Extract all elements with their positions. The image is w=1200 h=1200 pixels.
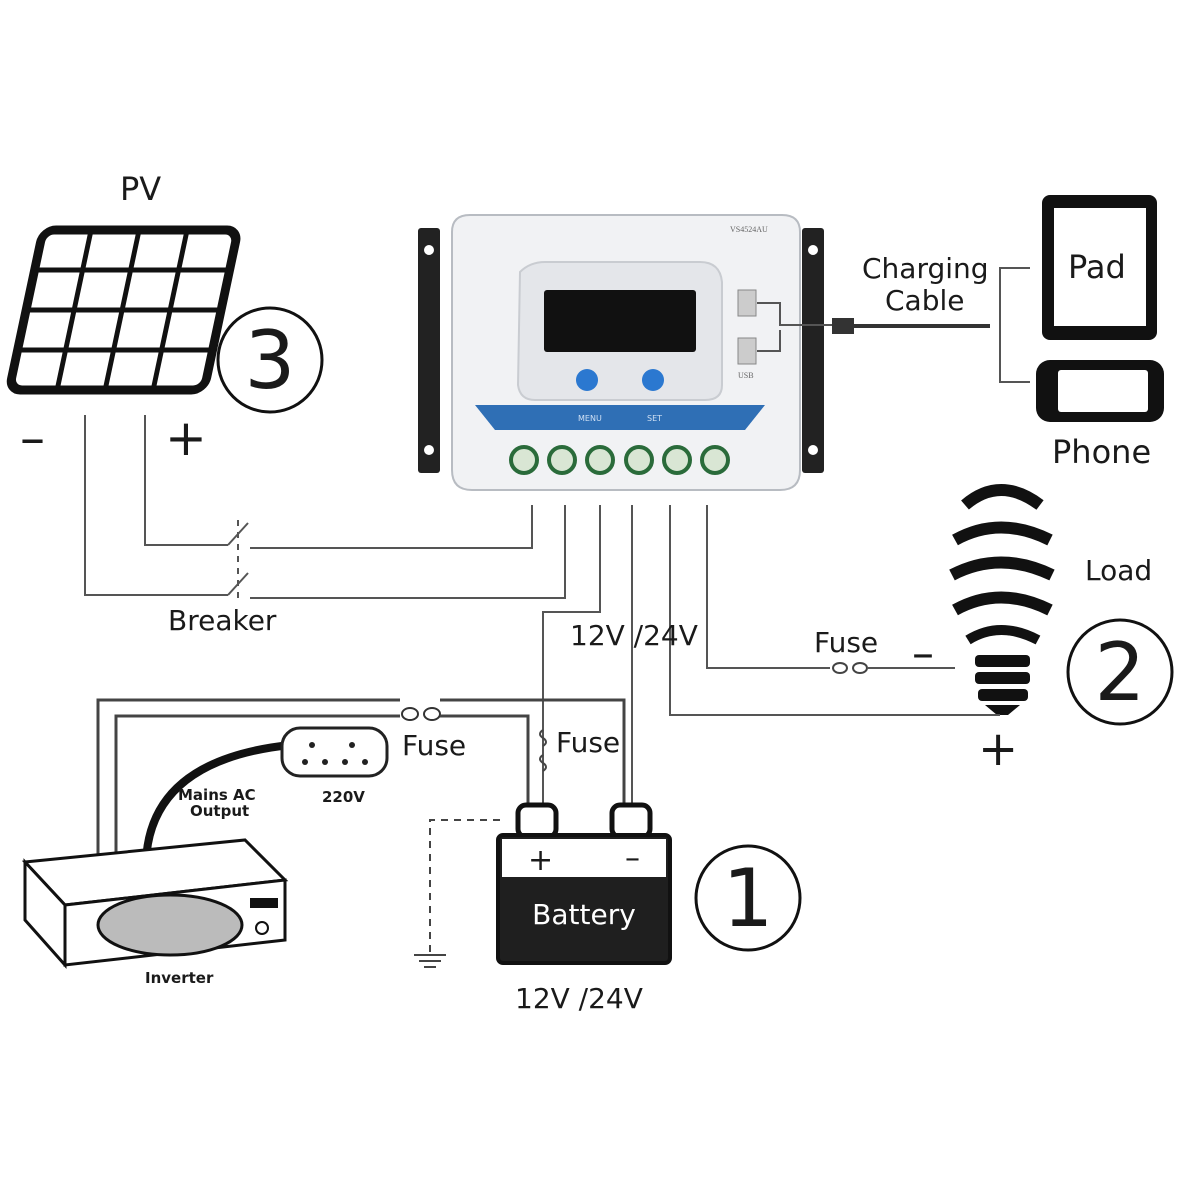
battery-negative-terminal xyxy=(609,802,653,840)
step-marker-3-circle xyxy=(216,306,324,414)
inverter-fuse-label: Fuse xyxy=(402,729,466,762)
step-marker-1-circle xyxy=(694,844,802,952)
usb-label: USB xyxy=(738,371,754,380)
battery-positive-terminal xyxy=(515,802,559,840)
step-marker-2-circle xyxy=(1066,618,1174,726)
pv-label: PV xyxy=(120,170,161,208)
pv-minus-sign: – xyxy=(20,409,45,467)
controller-set-label: SET xyxy=(647,414,662,423)
controller-blue-band xyxy=(475,405,765,430)
usb-wires xyxy=(757,302,990,352)
battery-plus-sign: + xyxy=(528,843,553,878)
ac-voltage-label: 220V xyxy=(322,788,365,806)
battery-voltage-label: 12V /24V xyxy=(515,982,643,1015)
battery-fuse-label: Fuse xyxy=(556,726,620,759)
controller-set-button xyxy=(642,369,664,391)
load-fuse-label: Fuse xyxy=(814,626,878,659)
usb-port-1 xyxy=(737,289,757,317)
load-minus-sign: – xyxy=(912,628,934,679)
ac-socket xyxy=(280,726,389,778)
breaker-label: Breaker xyxy=(168,604,277,637)
pv-plus-sign: + xyxy=(165,409,207,467)
load-plus-sign: + xyxy=(978,721,1018,777)
controller-left-bracket xyxy=(418,228,440,473)
battery-wires xyxy=(539,505,633,805)
controller-lcd-screen xyxy=(544,290,696,352)
pv-wires xyxy=(84,415,566,600)
controller-model-label: VS4524AU xyxy=(730,225,768,234)
load-bulb xyxy=(949,484,1055,715)
step-marker-2: 2 xyxy=(1095,626,1146,719)
pad-label: Pad xyxy=(1068,248,1126,286)
mains-ac-output-line1: Mains AC xyxy=(178,786,256,804)
pv-panel xyxy=(6,225,241,395)
charging-cable-label-line1: Charging xyxy=(862,252,989,285)
inverter-label: Inverter xyxy=(145,969,214,987)
cable-bracket xyxy=(999,267,1030,383)
inverter-wires xyxy=(96,698,626,863)
load-label: Load xyxy=(1085,554,1152,587)
load-wires xyxy=(669,505,1000,716)
phone-label: Phone xyxy=(1052,433,1151,471)
charging-cable-label-line2: Cable xyxy=(885,284,965,317)
pad-device xyxy=(1042,195,1157,340)
phone-device xyxy=(1036,360,1164,422)
inverter-unit xyxy=(21,838,289,969)
battery-label: Battery xyxy=(532,898,636,931)
mains-ac-output-line2: Output xyxy=(190,802,249,820)
usb-port-2 xyxy=(737,337,757,365)
controller-terminals xyxy=(509,445,730,475)
step-marker-1: 1 xyxy=(723,852,774,945)
battery-minus-sign: – xyxy=(625,841,640,876)
system-voltage-label: 12V /24V xyxy=(570,619,698,652)
controller-menu-button xyxy=(576,369,598,391)
ground-symbol xyxy=(414,819,500,968)
charge-controller: MENU SET VS4524AU USB xyxy=(418,214,824,491)
controller-menu-label: MENU xyxy=(578,414,602,423)
controller-right-bracket xyxy=(802,228,824,473)
battery xyxy=(496,802,672,965)
step-marker-3: 3 xyxy=(245,314,296,407)
